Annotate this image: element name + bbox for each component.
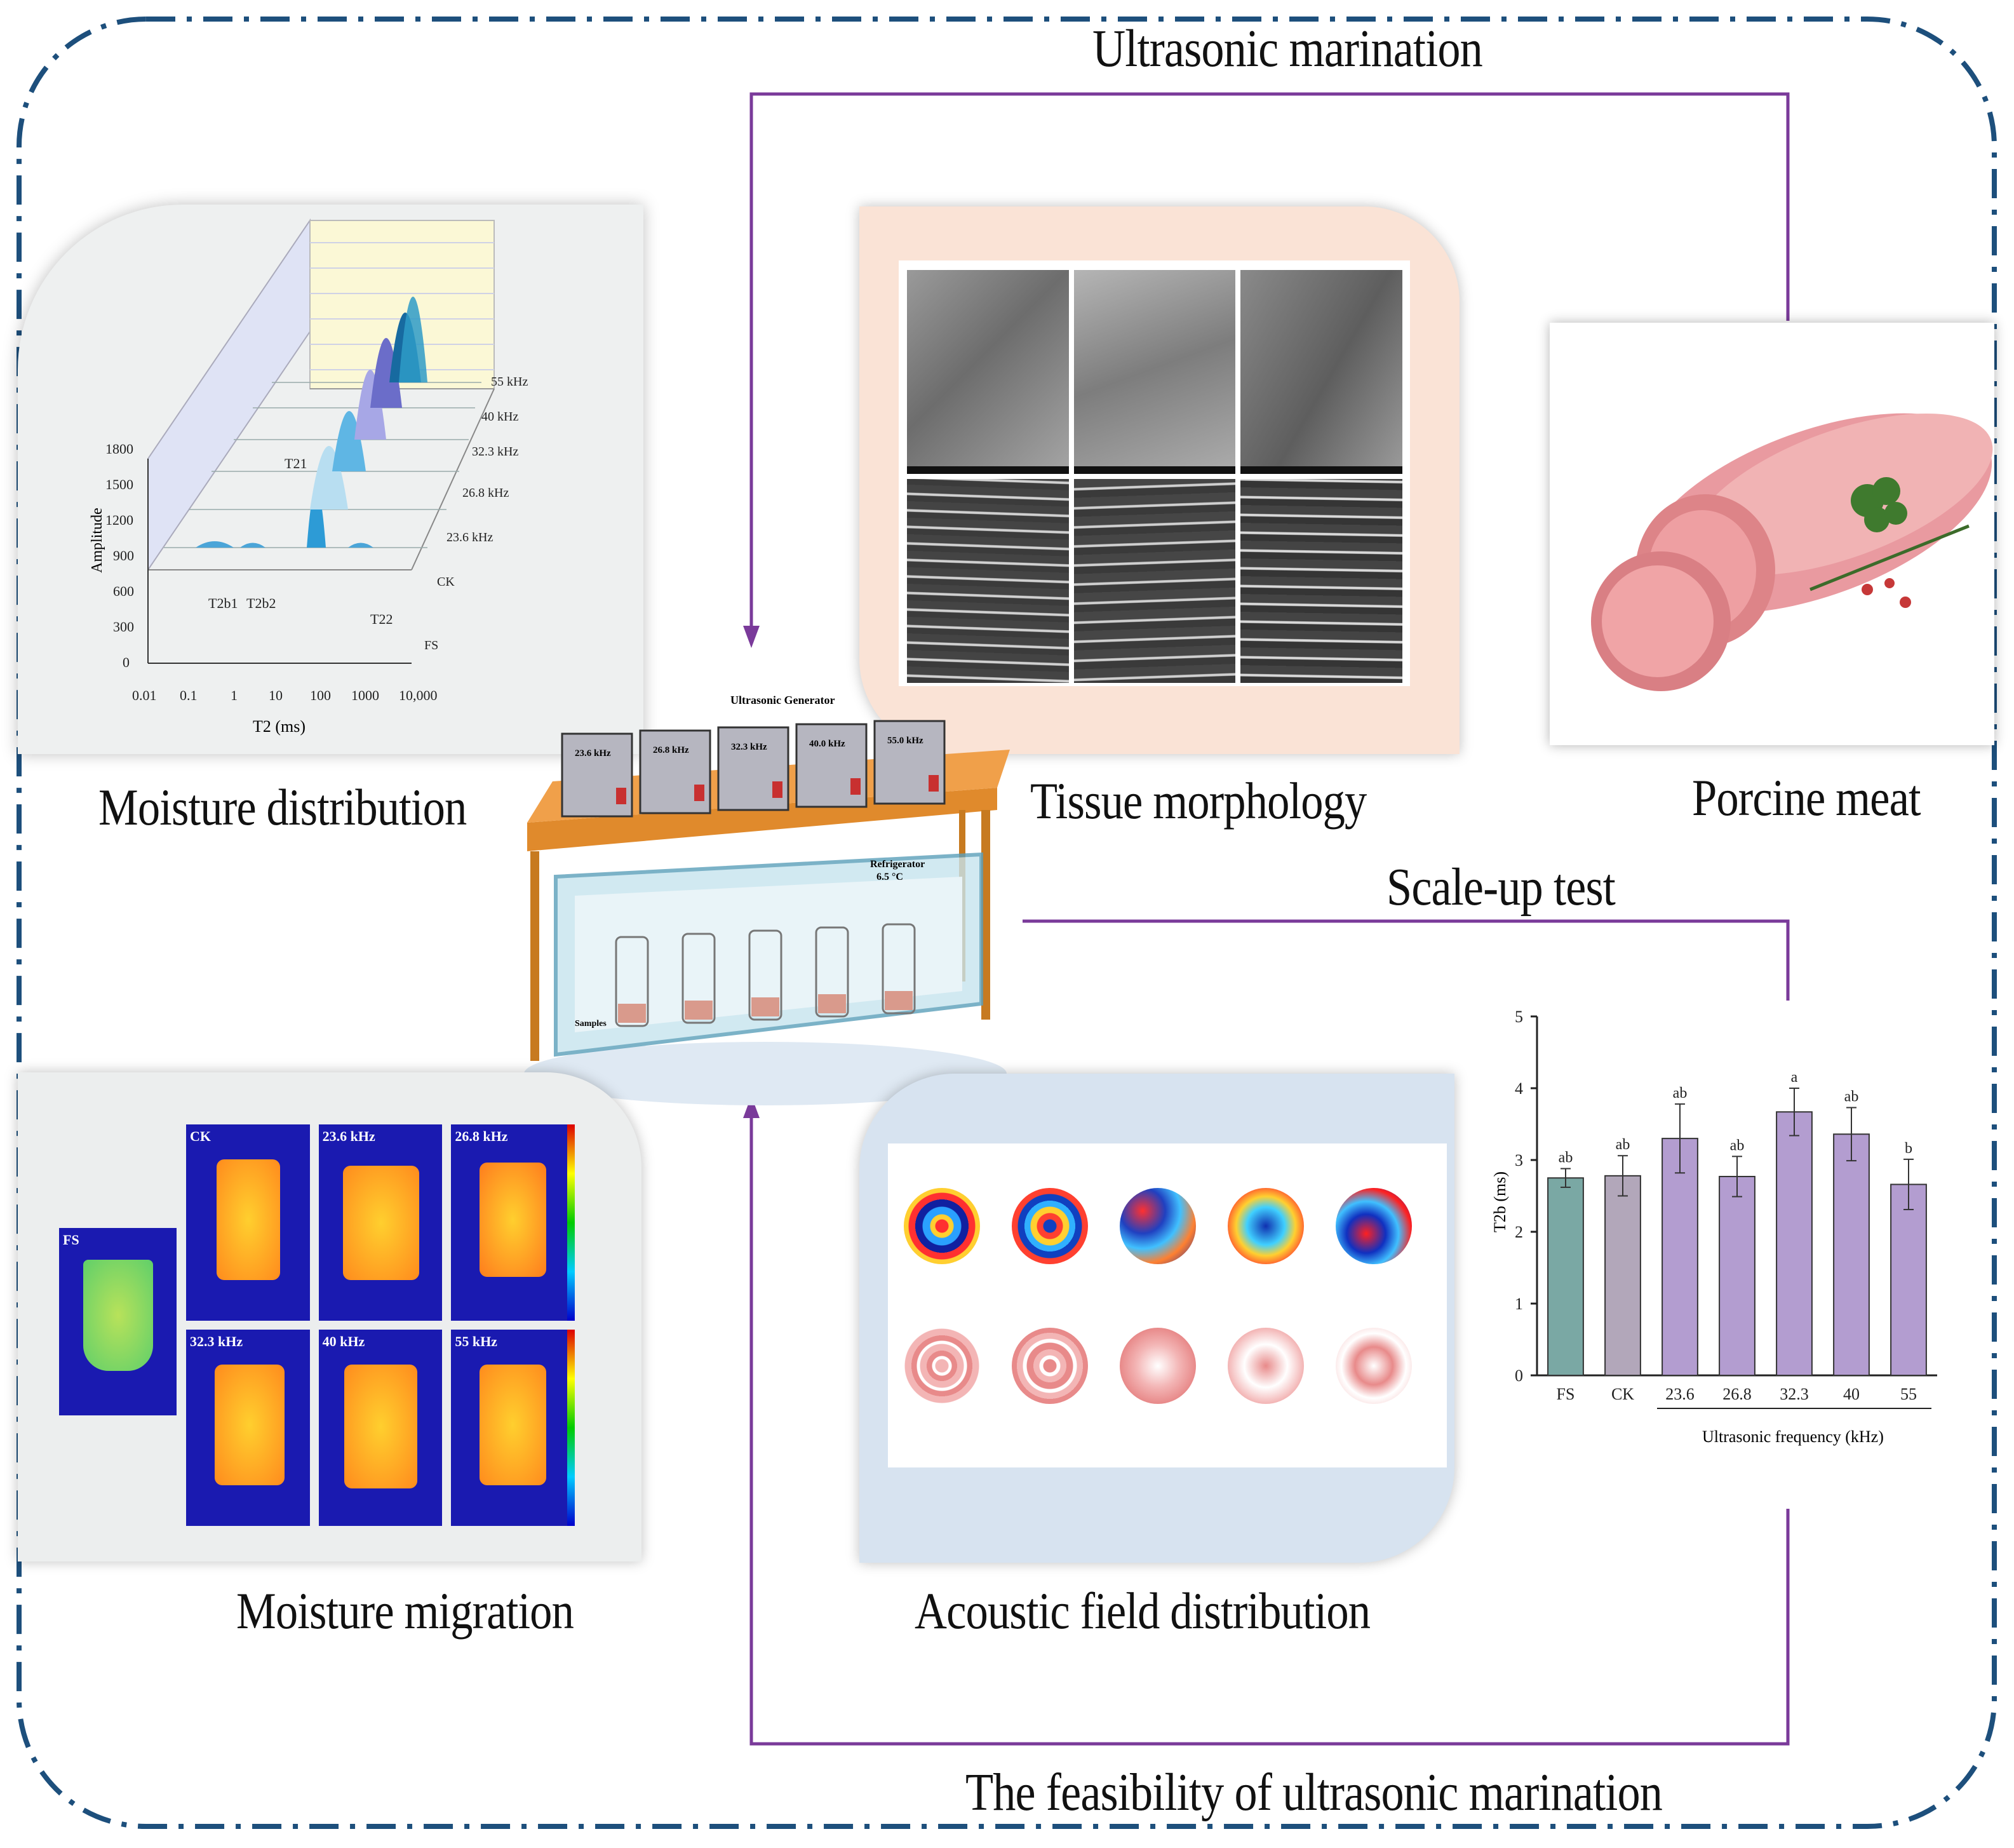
nmr-3d-chart: 0 300 600 900 1200 1500 1800 Amplitude 0… <box>89 218 528 736</box>
label-porcine-meat: Porcine meat <box>1692 769 1921 826</box>
generator-label: 55.0 kHz <box>887 736 923 746</box>
bar-y-tick-label: 5 <box>1515 1010 1523 1026</box>
bar-category-label: 23.6 <box>1665 1385 1695 1403</box>
ultrasonic-apparatus: Ultrasonic Generator 23.6 kHz 26.8 kHz 3… <box>514 686 1016 1105</box>
refrigerator-temp: 6.5 °C <box>876 872 903 882</box>
bar-category-label: 55 <box>1900 1385 1917 1403</box>
label-moisture-distribution: Moisture distribution <box>98 778 467 836</box>
moisture-migration-panel: FS CK 23.6 kHz 26.8 kHz 32.3 kHz 40 kHz … <box>18 1072 641 1561</box>
significance-letter: ab <box>1673 1085 1688 1102</box>
nmr-x-tick: 0.01 <box>132 687 157 703</box>
nmr-y-tick: 1500 <box>105 476 133 492</box>
nmr-y-label: Amplitude <box>89 508 105 573</box>
significance-letter: ab <box>1616 1136 1630 1153</box>
nmr-y-tick: 300 <box>113 619 134 635</box>
title-feasibility: The feasibility of ultrasonic marination <box>965 1763 1663 1822</box>
bar-y-tick-label: 4 <box>1515 1079 1523 1098</box>
bar-y-axis-label: T2b (ms) <box>1491 1171 1509 1232</box>
sem-grid <box>907 270 1402 683</box>
bar-y-tick-label: 1 <box>1515 1295 1523 1313</box>
apparatus-title: Ultrasonic Generator <box>730 694 835 706</box>
bar <box>1662 1138 1698 1376</box>
nmr-peak-label: T2b1 <box>208 595 238 611</box>
label-moisture-migration: Moisture migration <box>236 1582 574 1640</box>
mri-label: CK <box>190 1128 211 1144</box>
mri-label: 55 kHz <box>455 1333 497 1349</box>
generator-label: 40.0 kHz <box>809 739 845 749</box>
nmr-y-tick: 1200 <box>105 512 133 528</box>
bar-category-label: FS <box>1557 1385 1575 1403</box>
acoustic-field-panel <box>859 1074 1454 1563</box>
nmr-series-label: 32.3 kHz <box>472 445 518 459</box>
nmr-peak-label: T21 <box>285 455 307 471</box>
significance-letter: a <box>1791 1069 1798 1086</box>
bar-category-label: 32.3 <box>1780 1385 1809 1403</box>
bar-y-tick-label: 2 <box>1515 1223 1523 1241</box>
title-ultrasonic-marination: Ultrasonic marination <box>1092 19 1483 78</box>
label-tissue-morphology: Tissue morphology <box>1030 772 1367 830</box>
bar <box>1719 1175 1756 1376</box>
label-acoustic-field: Acoustic field distribution <box>915 1582 1371 1640</box>
nmr-y-tick: 600 <box>113 583 134 599</box>
significance-letter: ab <box>1844 1089 1859 1105</box>
nmr-series-label: 40 kHz <box>481 410 518 424</box>
mri-label: 23.6 kHz <box>322 1128 375 1144</box>
significance-letter: ab <box>1559 1150 1573 1166</box>
nmr-series-label: 55 kHz <box>491 375 528 389</box>
bar <box>1547 1177 1584 1376</box>
nmr-x-tick: 1000 <box>351 687 379 703</box>
flow-connectors <box>749 92 1790 1746</box>
mri-label: 26.8 kHz <box>455 1128 508 1144</box>
bar <box>1604 1175 1641 1376</box>
acoustic-grid <box>904 1163 1431 1448</box>
moisture-distribution-panel: 0 300 600 900 1200 1500 1800 Amplitude 0… <box>18 205 643 754</box>
generator-label: 23.6 kHz <box>575 748 611 759</box>
nmr-y-tick: 1800 <box>105 441 133 457</box>
nmr-x-tick: 0.1 <box>180 687 198 703</box>
bar-y-tick-label: 3 <box>1515 1151 1523 1170</box>
title-scale-up-test: Scale-up test <box>1386 858 1616 917</box>
nmr-x-tick: 10 <box>269 687 283 703</box>
nmr-x-tick: 10,000 <box>399 687 438 703</box>
nmr-series-label: 26.8 kHz <box>462 486 509 500</box>
nmr-x-tick: 100 <box>310 687 331 703</box>
porcine-meat-panel <box>1550 323 1994 745</box>
bar-y-tick-label: 0 <box>1515 1366 1523 1385</box>
nmr-series-label: CK <box>437 575 455 589</box>
mri-label: 32.3 kHz <box>190 1333 243 1349</box>
samples-label: Samples <box>575 1019 607 1029</box>
nmr-series-label: 23.6 kHz <box>446 530 493 544</box>
generator-label: 26.8 kHz <box>653 745 689 755</box>
mri-label: 40 kHz <box>322 1333 365 1349</box>
pork-loin-image <box>1591 413 1993 691</box>
nmr-series-label: FS <box>424 638 438 652</box>
tissue-morphology-panel <box>859 206 1460 754</box>
bar-category-label: 40 <box>1843 1385 1860 1403</box>
bar <box>1776 1111 1813 1376</box>
mri-grid: CK 23.6 kHz 26.8 kHz 32.3 kHz 40 kHz 55 … <box>186 1124 575 1526</box>
arrow-up-icon <box>743 1096 760 1118</box>
nmr-x-tick: 1 <box>231 687 238 703</box>
arrow-down-icon <box>743 626 760 648</box>
mri-fs: FS <box>59 1228 177 1415</box>
nmr-y-tick: 900 <box>113 548 134 563</box>
refrigerator-label: Refrigerator <box>870 859 925 870</box>
nmr-y-tick: 0 <box>123 654 130 670</box>
bar <box>1890 1184 1927 1376</box>
bar-category-label: CK <box>1611 1385 1634 1403</box>
bar <box>1833 1133 1870 1376</box>
nmr-peak-label: T2b2 <box>246 595 276 611</box>
significance-letter: ab <box>1730 1137 1745 1154</box>
t2b-bar-chart: T2b (ms) Ultrasonic frequency (kHz) 0123… <box>1491 1010 1937 1446</box>
significance-letter: b <box>1905 1140 1912 1157</box>
nmr-peak-label: T22 <box>370 611 393 627</box>
mri-label: FS <box>63 1232 79 1248</box>
nmr-x-label: T2 (ms) <box>253 717 305 736</box>
bar-x-axis-label: Ultrasonic frequency (kHz) <box>1702 1427 1884 1446</box>
generator-label: 32.3 kHz <box>731 742 767 752</box>
bar-category-label: 26.8 <box>1722 1385 1752 1403</box>
